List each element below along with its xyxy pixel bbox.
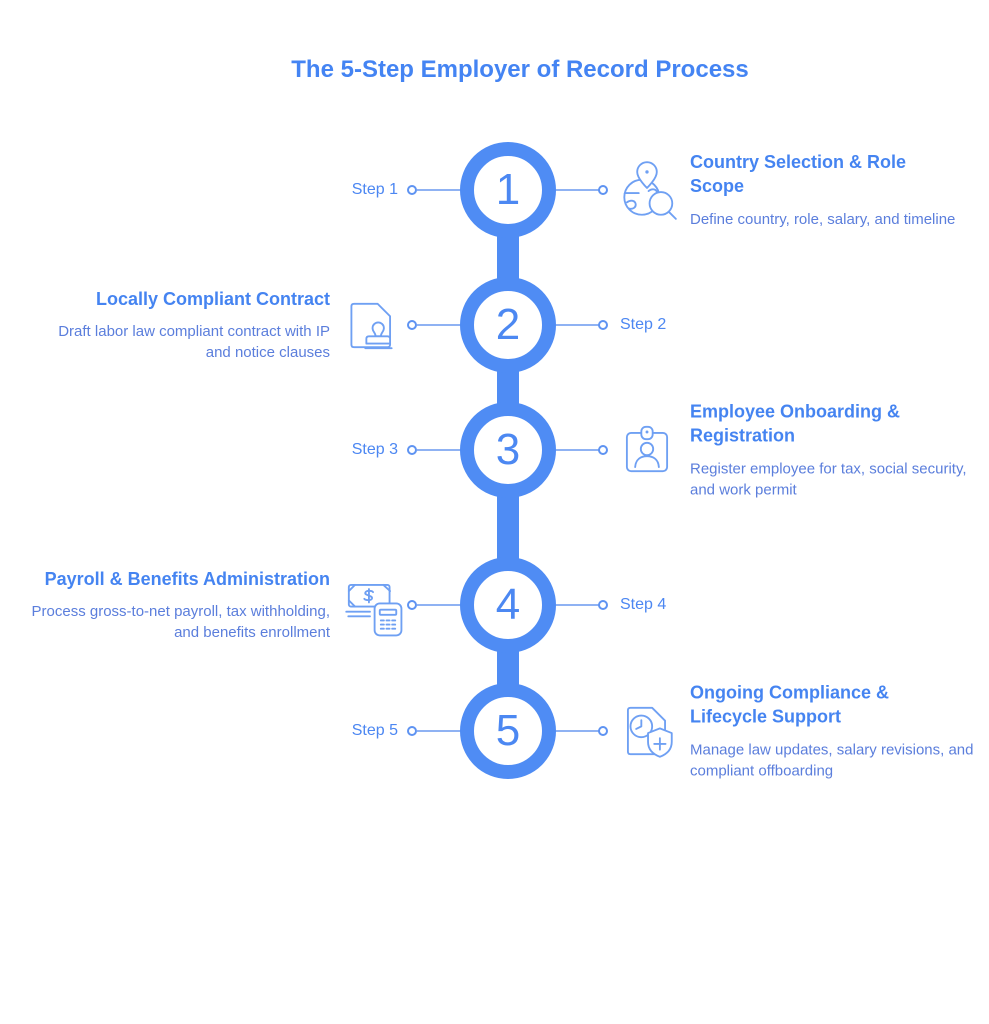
connector-dot: [407, 185, 417, 195]
connector-dot: [598, 185, 608, 195]
step-text-4: Payroll & Benefits Administration Proces…: [30, 567, 330, 643]
connector-line: [556, 604, 599, 606]
step-label-4: Step 4: [620, 596, 667, 613]
connector-dot: [407, 320, 417, 330]
step-circle-2: 2: [460, 277, 556, 373]
step-number-2: 2: [495, 300, 521, 349]
step-label-5: Step 5: [351, 722, 398, 739]
connector-line: [556, 449, 599, 451]
step-title-2: Locally Compliant Contract: [95, 288, 330, 309]
step-number-4: 4: [495, 580, 521, 629]
step-description-2: Draft labor law compliant contract with …: [58, 323, 330, 362]
step-circle-1: 1: [460, 142, 556, 238]
connector-line: [556, 324, 599, 326]
connector-dot: [407, 600, 417, 610]
payroll-calculator-icon: [338, 572, 404, 638]
step-title-5: Ongoing Compliance & Lifecycle Support: [690, 682, 890, 727]
step-circle-5: 5: [460, 683, 556, 779]
step-description-5: Manage law updates, salary revisions, an…: [690, 741, 974, 780]
id-badge-icon: [614, 417, 680, 483]
connector-line: [556, 730, 599, 732]
step-description-3: Register employee for tax, social securi…: [690, 460, 967, 499]
connector-line: [417, 189, 461, 191]
connector-line: [417, 324, 461, 326]
connector-dot: [598, 320, 608, 330]
connector-line: [417, 604, 461, 606]
globe-search-icon: [614, 157, 680, 223]
step-label-2: Step 2: [620, 316, 667, 333]
step-title-3: Employee Onboarding & Registration: [690, 401, 901, 446]
step-number-5: 5: [495, 706, 521, 755]
step-text-2: Locally Compliant Contract Draft labor l…: [30, 287, 330, 363]
contract-stamp-icon: [338, 292, 404, 358]
connector-line: [417, 449, 461, 451]
connector-dot: [598, 445, 608, 455]
step-text-5: Ongoing Compliance & Lifecycle Support M…: [690, 681, 982, 782]
compliance-shield-icon: [614, 698, 680, 764]
connector-dot: [598, 600, 608, 610]
step-text-3: Employee Onboarding & Registration Regis…: [690, 400, 982, 501]
connector-line: [417, 730, 461, 732]
connector-dot: [407, 445, 417, 455]
page-title: The 5-Step Employer of Record Process: [291, 56, 749, 83]
connector-dot: [598, 726, 608, 736]
step-text-1: Country Selection & Role Scope Define co…: [690, 150, 982, 230]
step-title-4: Payroll & Benefits Administration: [44, 568, 330, 589]
step-number-1: 1: [495, 165, 521, 214]
step-description-1: Define country, role, salary, and timeli…: [690, 210, 956, 228]
step-label-3: Step 3: [351, 441, 398, 458]
step-circle-4: 4: [460, 557, 556, 653]
step-label-1: Step 1: [351, 181, 398, 198]
connector-dot: [407, 726, 417, 736]
step-title-1: Country Selection & Role Scope: [690, 152, 907, 197]
step-number-3: 3: [495, 425, 521, 474]
step-circle-3: 3: [460, 402, 556, 498]
connector-line: [556, 189, 599, 191]
step-description-4: Process gross-to-net payroll, tax withho…: [31, 603, 330, 642]
